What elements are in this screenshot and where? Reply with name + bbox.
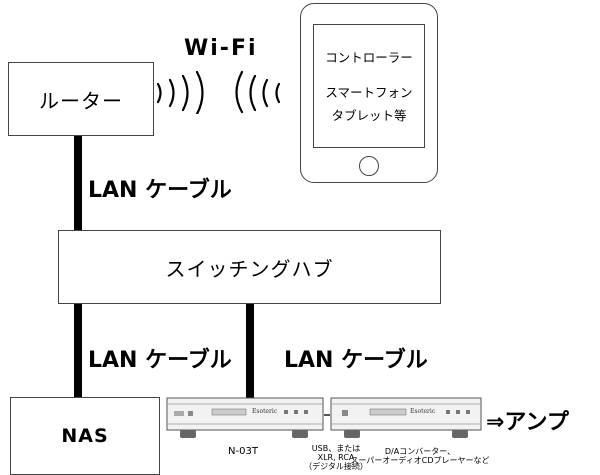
tablet-device: コントローラー スマートフォン タブレット等 [300, 3, 438, 183]
tablet-screen: コントローラー スマートフォン タブレット等 [313, 24, 425, 148]
dac-illustration: Esoteric [330, 397, 482, 438]
lan-cable-switch-nas [74, 304, 82, 397]
tablet-line-controller: コントローラー [325, 50, 413, 65]
lan-cable-switch-player [246, 304, 254, 400]
switching-hub-box: スイッチングハブ [58, 230, 441, 304]
player-output-line3: （デジタル接続） [304, 462, 368, 471]
dac-brand-text: Esoteric [410, 408, 436, 415]
dac-caption: D/Aコンバーター、 スーパーオーディオCDプレーヤーなど [350, 447, 490, 465]
player-output-line1: USB、または [311, 444, 361, 453]
nas-label: NAS [61, 425, 109, 447]
wifi-waves-icon [156, 70, 281, 114]
lan-cable-router-switch [74, 136, 82, 230]
tablet-line-smartphone: スマートフォン [325, 85, 413, 100]
tablet-line-tablet: タブレット等 [331, 108, 407, 123]
router-label: ルーター [39, 88, 123, 113]
lan-cable-label-top: LAN ケーブル [88, 178, 232, 203]
amp-label: ⇒アンプ [486, 410, 569, 435]
player-output-caption: USB、または XLR, RCA （デジタル接続） [296, 444, 376, 471]
switching-hub-label: スイッチングハブ [165, 256, 334, 281]
wifi-label: Wi-Fi [184, 36, 258, 61]
player-output-line2: XLR, RCA [317, 453, 355, 462]
dac-caption-line1: D/Aコンバーター、 [384, 447, 456, 456]
lan-cable-label-left: LAN ケーブル [88, 348, 232, 373]
player-brand-text: Esoteric [252, 408, 278, 415]
digital-interconnect [324, 414, 330, 416]
dac-caption-line2: スーパーオーディオCDプレーヤーなど [350, 456, 490, 465]
router-box: ルーター [8, 62, 154, 136]
home-button-icon [359, 156, 379, 176]
player-model-label: N-03T [228, 446, 258, 457]
nas-box: NAS [10, 397, 160, 475]
lan-cable-label-right: LAN ケーブル [284, 348, 428, 373]
network-player-illustration: Esoteric [166, 397, 324, 438]
